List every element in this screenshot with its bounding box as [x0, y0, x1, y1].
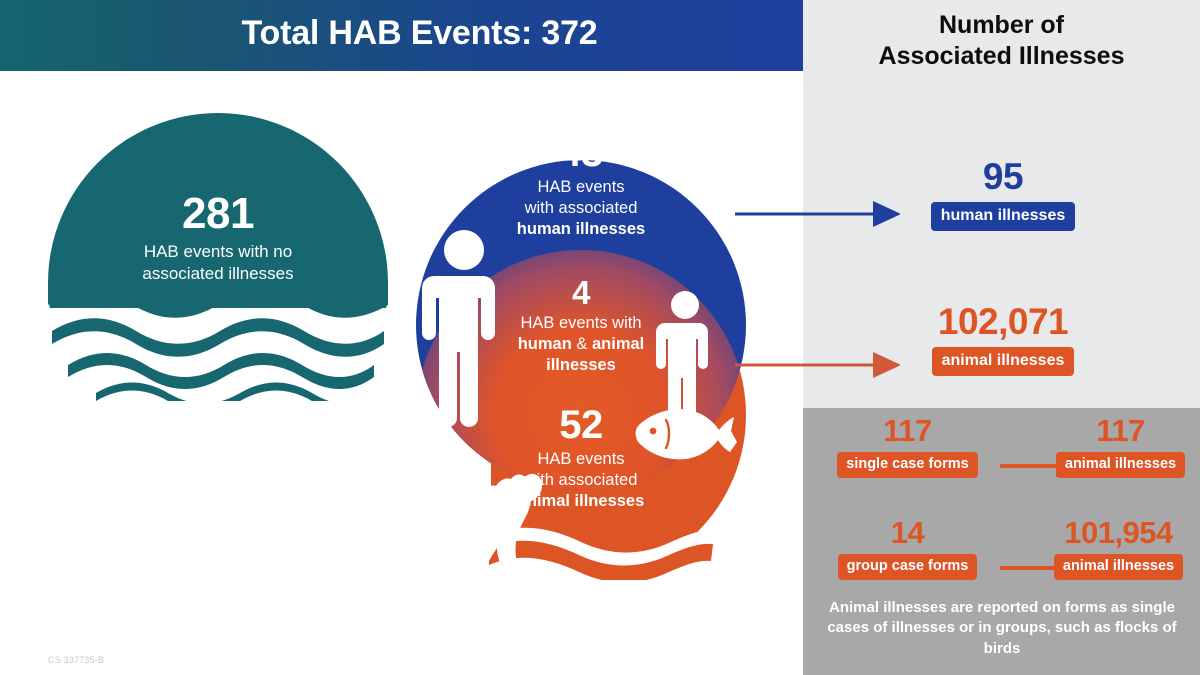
fish-icon: [635, 409, 737, 460]
single-case-illnesses-pill: animal illnesses: [1055, 452, 1186, 478]
group-case-forms-count: 14: [890, 515, 925, 550]
group-case-illnesses-stat: 101,954 animal illnesses: [1031, 517, 1200, 580]
human-illnesses-arrow: [735, 201, 900, 227]
single-case-forms-count: 117: [883, 413, 932, 448]
header-bar: Total HAB Events: 372: [0, 0, 803, 71]
group-case-illnesses-pill: animal illnesses: [1053, 554, 1184, 580]
group-case-forms-pill: group case forms: [837, 554, 978, 580]
single-case-forms-pill: single case forms: [837, 452, 978, 478]
cs-code: CS 337735-B: [48, 655, 105, 665]
animal-illnesses-count: 102,071: [937, 301, 1069, 342]
animal-wave: [489, 540, 713, 580]
venn-diagram: 43 HAB events with associated human illn…: [401, 80, 761, 580]
footnote-text: Animal illnesses are reported on forms a…: [827, 599, 1177, 657]
group-case-forms-stat: 14 group case forms: [825, 517, 990, 580]
venn-svg: [416, 160, 746, 580]
single-case-forms-row: 117 single case forms 117 animal illness…: [0, 415, 1200, 495]
single-case-illnesses-count: 117: [1096, 413, 1145, 448]
single-case-forms-stat: 117 single case forms: [825, 415, 990, 478]
human-illnesses-count: 95: [982, 156, 1024, 197]
water-circle-icon: [48, 113, 388, 401]
dog-icon: [447, 473, 543, 580]
no-illness-water-graphic: 281 HAB events with no associated illnes…: [48, 113, 388, 401]
group-case-illnesses-count: 101,954: [1064, 515, 1173, 550]
animal-illnesses-stat: 102,071 animal illnesses: [920, 303, 1086, 376]
animal-illnesses-pill: animal illnesses: [931, 347, 1075, 376]
person-icon-small: [656, 291, 708, 432]
person-icon-large: [422, 230, 495, 427]
page-title: Total HAB Events: 372: [241, 14, 598, 52]
human-illnesses-stat: 95 human illnesses: [928, 158, 1078, 231]
panel-title-line2: Associated Illnesses: [878, 41, 1125, 70]
panel-title-line1: Number of: [939, 11, 1064, 39]
human-illnesses-pill: human illnesses: [930, 202, 1076, 231]
single-case-illnesses-stat: 117 animal illnesses: [1038, 415, 1200, 478]
animal-illnesses-arrow: [735, 352, 900, 378]
panel-title: Number of Associated Illnesses: [803, 10, 1200, 71]
group-case-forms-row: 14 group case forms 101,954 animal illne…: [0, 517, 1200, 597]
